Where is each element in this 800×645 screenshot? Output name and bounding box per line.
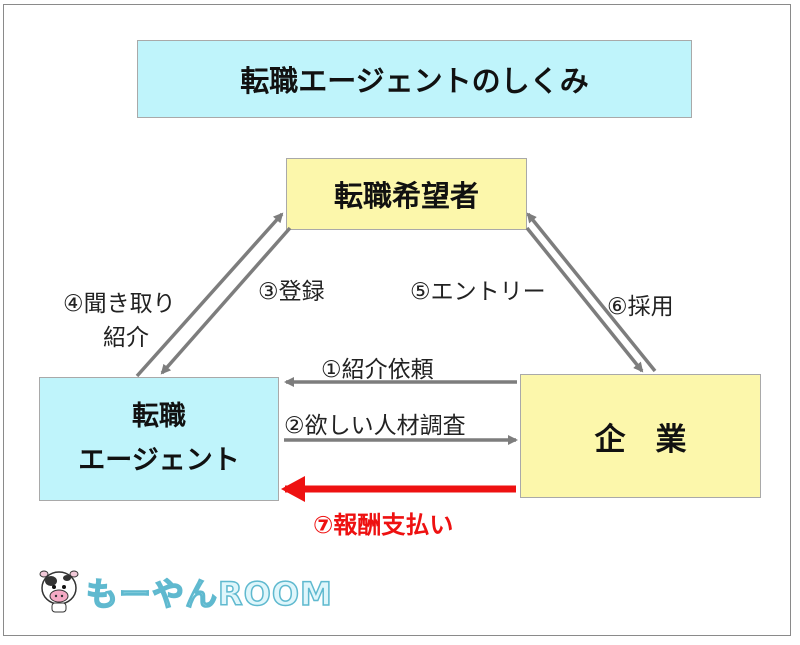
node-job-seeker-label: 転職希望者 bbox=[333, 179, 479, 213]
node-agent-label-line2: エージェント bbox=[78, 445, 240, 476]
node-agent-label-line1: 転職 bbox=[132, 401, 186, 432]
label-referral-request: ①紹介依頼 bbox=[321, 357, 434, 383]
logo-text: もーやんROOM bbox=[85, 574, 333, 614]
label-interview-line2: 紹介 bbox=[103, 325, 149, 351]
arrow-hire bbox=[525, 226, 644, 373]
diagram-title: 転職エージェントのしくみ bbox=[137, 40, 692, 118]
label-entry: ⑤エントリー bbox=[410, 279, 546, 305]
label-fee-payment: ⑦報酬支払い bbox=[313, 511, 454, 539]
node-company-label: 企業 bbox=[594, 421, 717, 458]
label-talent-research: ②欲しい人材調査 bbox=[284, 413, 466, 439]
brand-logo: もーやんROOM bbox=[36, 566, 333, 616]
cow-icon bbox=[39, 570, 79, 613]
label-hire: ⑥採用 bbox=[607, 294, 674, 320]
arrow-interview-introduce bbox=[160, 226, 292, 375]
node-agent: 転職 エージェント bbox=[39, 377, 279, 501]
arrow-entry bbox=[526, 212, 657, 373]
node-job-seeker: 転職希望者 bbox=[286, 158, 527, 230]
diagram-title-text: 転職エージェントのしくみ bbox=[240, 64, 589, 98]
node-company: 企業 bbox=[520, 374, 761, 498]
label-interview-line1: ④聞き取り bbox=[63, 291, 176, 317]
arrow-register bbox=[135, 212, 284, 378]
label-register: ③登録 bbox=[258, 279, 325, 305]
